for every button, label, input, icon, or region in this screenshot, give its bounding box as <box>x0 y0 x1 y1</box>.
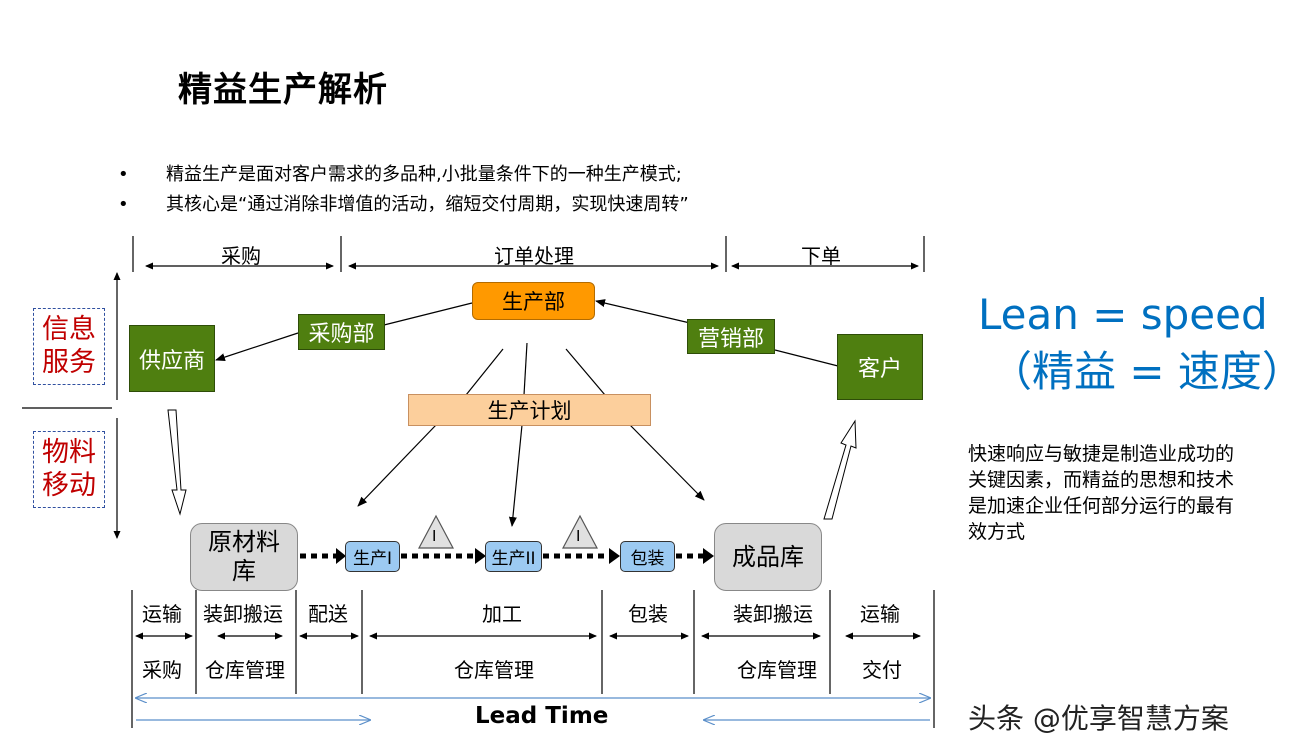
lead-time-label: Lead Time <box>475 703 609 729</box>
phase-order-processing: 订单处理 <box>494 244 574 268</box>
watermark: 头条 @优享智慧方案 <box>968 702 1229 735</box>
stage-handling-1: 装卸搬运 <box>203 602 283 626</box>
phase-ordering: 下单 <box>801 244 841 268</box>
production-2-node: 生产II <box>485 541 542 572</box>
bullet-2: • 其核心是“通过消除非增值的活动，缩短交付周期，实现快速周转” <box>118 190 689 216</box>
stage-warehouse-3: 仓库管理 <box>737 658 817 682</box>
production-plan-node: 生产计划 <box>408 394 651 426</box>
bullet-1: • 精益生产是面对客户需求的多品种,小批量条件下的一种生产模式; <box>118 160 682 186</box>
supplier-node: 供应商 <box>129 325 215 392</box>
stage-handling-2: 装卸搬运 <box>733 602 813 626</box>
description-text: 快速响应与敏捷是制造业成功的关键因素，而精益的思想和技术是加速企业任何部分运行的… <box>968 443 1235 543</box>
stage-warehouse-2: 仓库管理 <box>454 658 534 682</box>
lean-speed-subheading: （精益 = 速度） <box>990 347 1294 396</box>
material-movement-label: 物料 移动 <box>33 431 105 508</box>
customer-node: 客户 <box>837 334 923 400</box>
inventory-marker-1: I <box>432 527 437 545</box>
stage-processing: 加工 <box>482 602 522 626</box>
page-title: 精益生产解析 <box>178 70 388 110</box>
stage-delivery: 交付 <box>862 658 902 682</box>
stage-packing: 包装 <box>628 602 668 626</box>
bullet-dot: • <box>118 194 129 215</box>
stage-procurement: 采购 <box>142 658 182 682</box>
phase-purchase: 采购 <box>221 244 261 268</box>
bullet-dot: • <box>118 164 129 185</box>
finished-goods-store-node: 成品库 <box>714 523 822 591</box>
stage-distribution: 配送 <box>308 602 348 626</box>
inventory-marker-2: I <box>576 527 581 545</box>
stage-warehouse-1: 仓库管理 <box>205 658 285 682</box>
production-dept-node: 生产部 <box>472 282 595 320</box>
lean-speed-heading: Lean = speed <box>978 290 1268 339</box>
bullet-text: 精益生产是面对客户需求的多品种,小批量条件下的一种生产模式; <box>166 164 682 185</box>
bullet-text: 其核心是“通过消除非增值的活动，缩短交付周期，实现快速周转” <box>166 194 689 215</box>
raw-material-store-node: 原材料 库 <box>190 523 298 591</box>
marketing-dept-node: 营销部 <box>687 319 775 354</box>
info-service-label: 信息 服务 <box>33 308 105 385</box>
purchasing-dept-node: 采购部 <box>298 314 385 350</box>
stage-transport-1: 运输 <box>142 602 182 626</box>
stage-transport-2: 运输 <box>860 602 900 626</box>
packing-node: 包装 <box>620 541 675 572</box>
production-1-node: 生产I <box>345 541 400 572</box>
